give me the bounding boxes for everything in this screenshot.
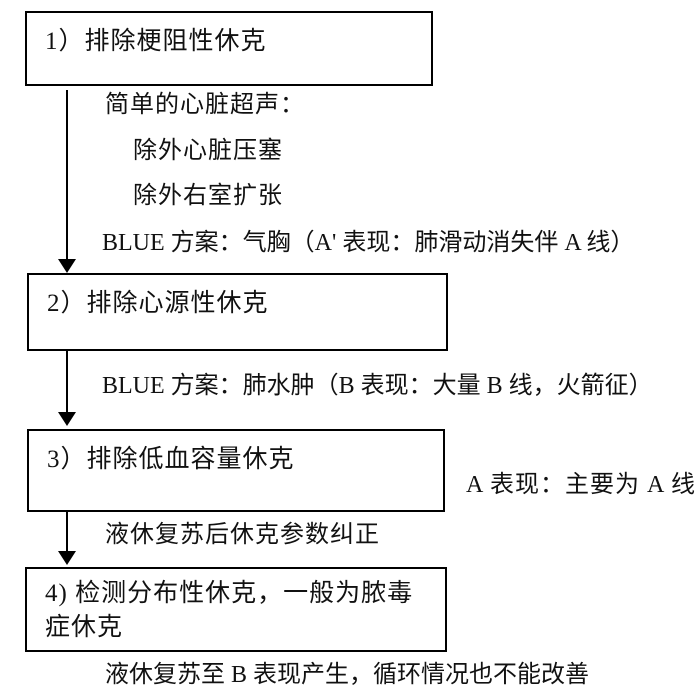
annotation-blue-pulmonary-edema: BLUE 方案：肺水肿（B 表现：大量 B 线，火箭征） [102, 373, 653, 399]
annotation-rule-out-rv-dilation: 除外右室扩张 [133, 183, 283, 209]
flow-box-step1-label: 1）排除梗阻性休克 [45, 28, 267, 55]
annotation-blue-pneumothorax: BLUE 方案：气胸（A' 表现：肺滑动消失伴 A 线） [102, 230, 635, 256]
annotation-fluid-resuscitation-corrected: 液休复苏后休克参数纠正 [105, 522, 380, 548]
annotation-a-pattern: A 表现：主要为 A 线 [466, 472, 697, 498]
arrow-line-box3-to-box4 [66, 512, 68, 553]
arrow-down-icon [58, 551, 76, 565]
flow-box-step4-label: 4) 检测分布性休克，一般为脓毒症休克 [45, 580, 414, 641]
flow-box-step3-label: 3）排除低血容量休克 [47, 446, 295, 473]
annotation-rule-out-tamponade: 除外心脏压塞 [133, 138, 283, 164]
flow-box-step1: 1）排除梗阻性休克 [25, 11, 433, 86]
flow-box-step2: 2）排除心源性休克 [27, 273, 448, 351]
flow-box-step4: 4) 检测分布性休克，一般为脓毒症休克 [25, 567, 447, 652]
arrow-down-icon [58, 259, 76, 273]
flow-box-step2-label: 2）排除心源性休克 [47, 290, 269, 317]
arrow-line-box1-to-box2 [66, 90, 68, 261]
flow-box-step3: 3）排除低血容量休克 [27, 429, 445, 512]
annotation-fluid-resuscitation-no-improvement: 液休复苏至 B 表现产生，循环情况也不能改善 [105, 662, 590, 688]
annotation-cardiac-ultrasound: 简单的心脏超声： [105, 92, 305, 118]
arrow-line-box2-to-box3 [66, 351, 68, 413]
arrow-down-icon [58, 412, 76, 426]
